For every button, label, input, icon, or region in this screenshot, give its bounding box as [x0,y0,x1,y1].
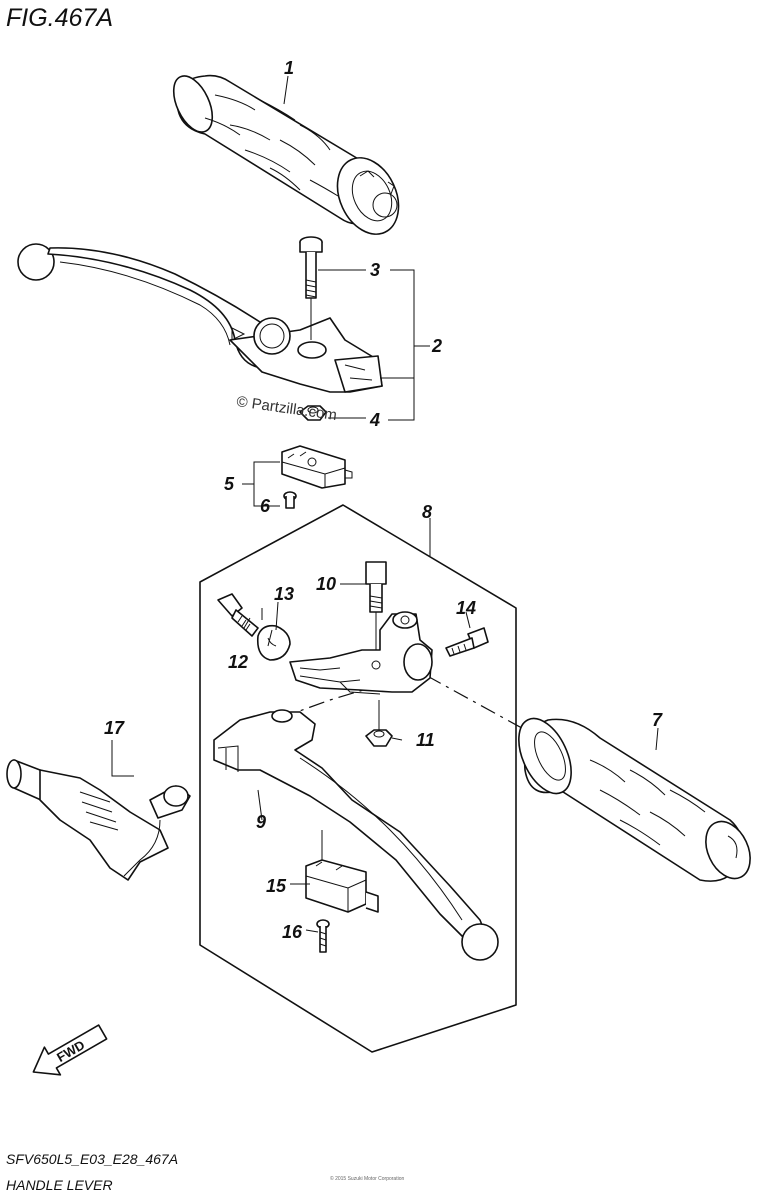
callout-17: 17 [104,718,125,738]
part-1-left-grip [172,74,400,235]
callout-14: 14 [456,598,476,618]
callout-7: 7 [652,710,663,730]
figure-code: SFV650L5_E03_E28_467A [6,1151,178,1167]
callout-4: 4 [369,410,380,430]
part-17-cable [6,759,191,881]
callout-1: 1 [284,58,294,78]
part-12-bolt [217,593,259,637]
part-5-brake-switch [281,445,353,489]
leader-lines [111,75,659,933]
fwd-arrow: FWD [32,1024,108,1076]
callout-5: 5 [224,474,235,494]
figure-title: FIG.467A [6,4,113,32]
callout-bracket-5 [242,461,280,507]
fine-print: © 2015 Suzuki Motor Corporation [330,1175,404,1182]
part-13-collar [256,624,291,661]
watermark: © Partzilla.com [235,393,337,424]
callout-11: 11 [416,730,435,750]
part-16-screw [316,919,330,953]
callouts: 1 2 3 4 5 6 7 8 9 10 11 12 13 14 15 16 1… [104,58,663,942]
clutch-lever-holder [289,611,433,695]
figure-caption: HANDLE LEVER [6,1177,113,1193]
part-15-clutch-switch [305,830,379,913]
part-11-nut [365,700,393,747]
callout-12: 12 [228,652,248,672]
callout-9: 9 [256,812,266,832]
part-6-screw [283,491,297,509]
callout-bracket-2 [318,269,430,421]
callout-15: 15 [266,876,287,896]
part-3-pivot-bolt [299,236,323,340]
callout-6: 6 [260,496,271,516]
callout-2: 2 [431,336,442,356]
callout-16: 16 [282,922,303,942]
part-2-brake-lever-assembly [17,243,383,393]
part-14-bolt [445,627,489,657]
part-8-assembly-outline [199,504,517,1053]
part-7-throttle-grip [518,717,751,882]
callout-3: 3 [370,260,380,280]
callout-8: 8 [422,502,432,522]
part-10-bolt [365,561,387,660]
part-9-clutch-lever [213,709,499,961]
part-4-nut [299,405,327,421]
callout-10: 10 [316,574,336,594]
callout-13: 13 [274,584,294,604]
